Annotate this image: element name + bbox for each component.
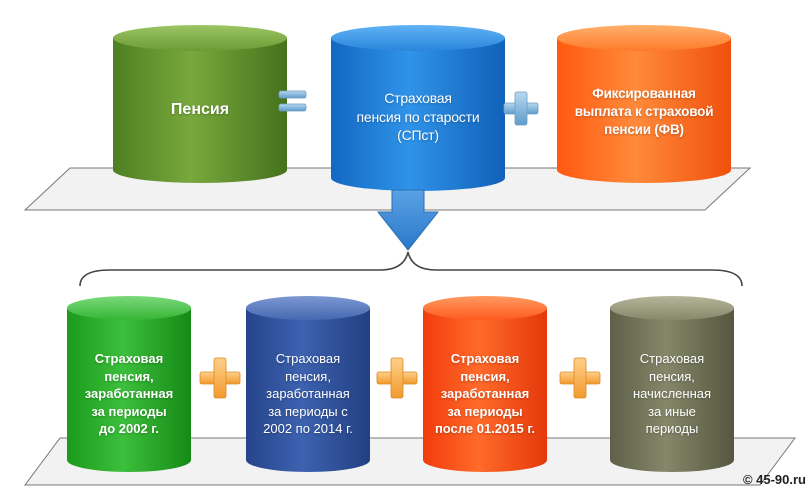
cylinder-after-2015 bbox=[423, 296, 547, 472]
cylinder-other-periods bbox=[610, 296, 734, 472]
plus-icon bbox=[503, 91, 539, 126]
before-2002-label: Страховая пенсия, заработанная за период… bbox=[84, 351, 174, 437]
plus-icon bbox=[376, 357, 418, 399]
plus-icon bbox=[199, 357, 241, 399]
bottom-platform bbox=[24, 437, 796, 486]
cylinder-2002-2014 bbox=[246, 296, 370, 472]
cylinder-pension bbox=[113, 25, 287, 183]
fixed-payment-label: Фиксированная выплата к страховой пенсии… bbox=[574, 85, 714, 138]
cylinder-fixed-payment bbox=[557, 25, 731, 183]
after-2015-label: Страховая пенсия, заработанная за период… bbox=[434, 351, 536, 437]
other-periods-label: Страховая пенсия, начисленная за иные пе… bbox=[632, 351, 712, 437]
cylinder-insurance-old-age bbox=[331, 25, 505, 191]
equals-icon bbox=[278, 90, 307, 112]
insurance-old-age-label: Страховая пенсия по старости (СПст) bbox=[356, 89, 480, 144]
copyright: © 45-90.ru bbox=[742, 472, 806, 487]
down-arrow-icon bbox=[376, 189, 440, 251]
plus-icon bbox=[559, 357, 601, 399]
pension-label: Пенсия bbox=[170, 101, 230, 119]
cylinder-before-2002 bbox=[67, 296, 191, 472]
curly-brace bbox=[79, 251, 743, 287]
2002-2014-label: Страховая пенсия, заработанная за период… bbox=[263, 351, 353, 437]
